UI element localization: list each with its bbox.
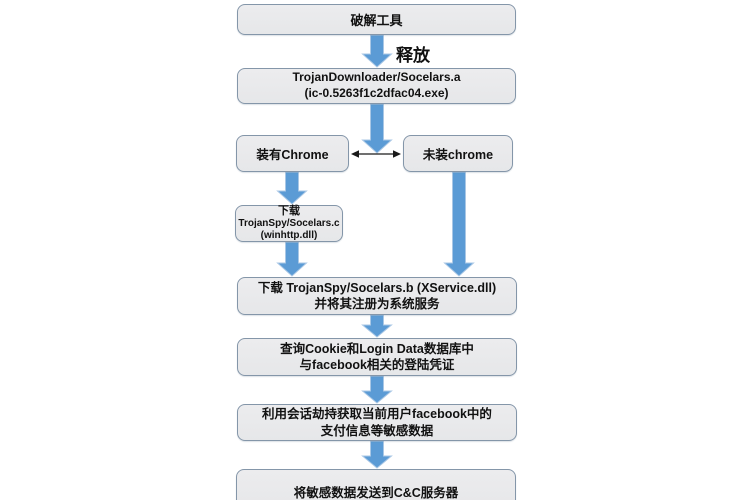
release-edge-label: 释放: [396, 46, 430, 65]
node-label-line2: 支付信息等敏感数据: [320, 423, 434, 438]
node-has-chrome: 装有Chrome: [236, 135, 349, 172]
node-send-to-cc-server: 将敏感数据发送到C&C服务器: [236, 469, 516, 500]
node-label-line1: 利用会话劫持获取当前用户facebook中的: [262, 407, 492, 422]
node-label-line1: 下载 TrojanSpy/Socelars.b (XService.dll): [257, 280, 497, 295]
node-session-hijack: 利用会话劫持获取当前用户facebook中的 支付信息等敏感数据: [237, 404, 517, 441]
node-label: 未装chrome: [422, 148, 494, 162]
arrow-down-icon: [361, 314, 393, 338]
node-label-line2: 与facebook相关的登陆凭证: [299, 358, 455, 372]
double-arrow-icon: [351, 150, 401, 158]
arrow-down-icon: [443, 171, 475, 277]
node-label-line3: (winhttp.dll): [260, 229, 318, 241]
arrow-down-icon: [276, 171, 308, 205]
node-trojan-downloader: TrojanDownloader/Socelars.a (ic-0.5263f1…: [237, 68, 516, 104]
arrow-down-icon: [361, 34, 393, 68]
node-query-credentials: 查询Cookie和Login Data数据库中 与facebook相关的登陆凭证: [237, 338, 517, 376]
node-label-line2: 并将其注册为系统服务: [314, 297, 440, 311]
node-label-line2: TrojanSpy/Socelars.c: [238, 218, 340, 230]
node-label-line1: TrojanDownloader/Socelars.a: [292, 70, 461, 85]
node-no-chrome: 未装chrome: [403, 135, 513, 172]
node-label-line2: (ic-0.5263f1c2dfac04.exe): [304, 86, 449, 100]
node-trojanspy-socelars-b: 下载 TrojanSpy/Socelars.b (XService.dll) 并…: [237, 277, 517, 315]
node-crack-tool: 破解工具: [237, 4, 516, 35]
node-label: 装有Chrome: [256, 148, 329, 162]
node-label-line1: 查询Cookie和Login Data数据库中: [280, 341, 474, 356]
arrow-down-icon: [361, 103, 393, 154]
arrow-down-icon: [276, 241, 308, 277]
arrow-down-icon: [361, 440, 393, 469]
node-label-line1: 下载: [278, 205, 300, 218]
node-label: 将敏感数据发送到C&C服务器: [293, 486, 459, 500]
node-label: 破解工具: [350, 13, 403, 28]
node-trojanspy-socelars-c: 下载 TrojanSpy/Socelars.c (winhttp.dll): [235, 205, 343, 242]
arrow-down-icon: [361, 375, 393, 404]
